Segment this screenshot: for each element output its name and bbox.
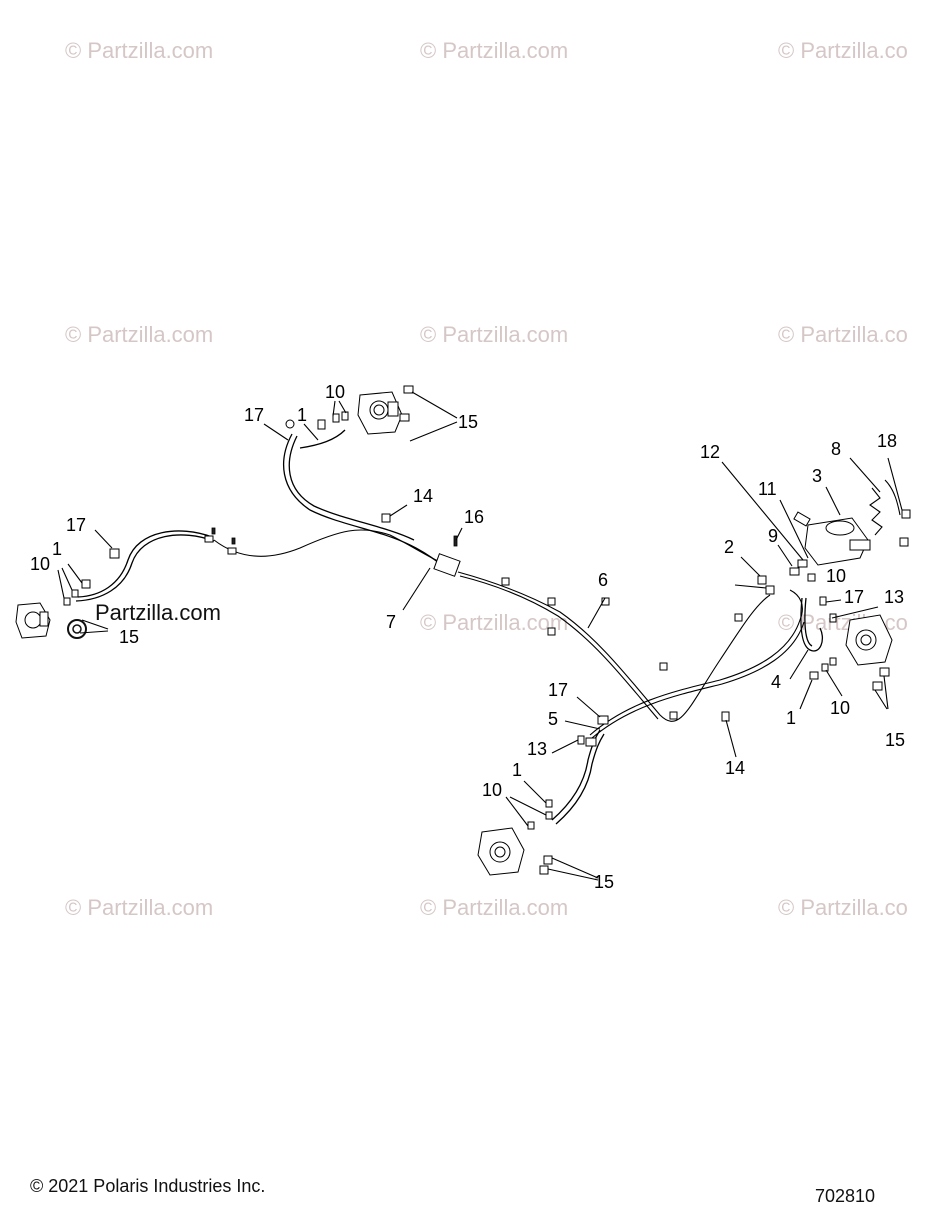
- partzilla-logo: Partzilla.com: [67, 600, 221, 639]
- watermark: © Partzilla.com: [65, 38, 213, 63]
- callout-13: 13: [884, 587, 904, 607]
- brake-line-5: [589, 589, 803, 736]
- right-loop-hose-outer: [804, 597, 813, 647]
- callout-11: 11: [758, 479, 777, 499]
- watermark: © Partzilla.co: [778, 610, 908, 635]
- callout-12: 12: [700, 442, 720, 462]
- callout-15: 15: [885, 730, 905, 750]
- callout-1: 1: [512, 760, 522, 780]
- callout-16: 16: [464, 507, 484, 527]
- callout-18: 18: [877, 431, 897, 451]
- fittings: [15, 385, 911, 876]
- callout-17: 17: [66, 515, 86, 535]
- callout-labels: 17 1 10 15 14 16 7 6 17 1 10 15 12 8 18 …: [30, 382, 905, 892]
- callout-10: 10: [325, 382, 345, 402]
- left-caliper: [15, 602, 51, 639]
- callout-8: 8: [831, 439, 841, 459]
- callout-1: 1: [786, 708, 796, 728]
- callout-5: 5: [548, 709, 558, 729]
- callout-6: 6: [598, 570, 608, 590]
- callout-14: 14: [413, 486, 433, 506]
- watermark: © Partzilla.com: [420, 322, 568, 347]
- callout-15: 15: [458, 412, 478, 432]
- callout-1: 1: [52, 539, 62, 559]
- callout-7: 7: [386, 612, 396, 632]
- watermark: © Partzilla.co: [778, 38, 908, 63]
- watermark: © Partzilla.co: [778, 322, 908, 347]
- drawing-number: 702810: [815, 1186, 876, 1206]
- callout-10: 10: [482, 780, 502, 800]
- callout-15: 15: [119, 627, 139, 647]
- brake-line-5b: [591, 621, 805, 739]
- watermark: © Partzilla.com: [420, 610, 568, 635]
- brake-lines: [75, 429, 901, 825]
- left-front-hose-outer: [75, 534, 215, 602]
- right-caliper: [845, 614, 893, 666]
- callout-1: 1: [297, 405, 307, 425]
- brake-tee: [433, 553, 461, 577]
- watermark: © Partzilla.com: [420, 38, 568, 63]
- right-loop-hose: [800, 597, 824, 652]
- left-front-hose: [77, 530, 213, 598]
- top-hose: [282, 433, 443, 566]
- callout-9: 9: [768, 526, 778, 546]
- copyright-notice: © 2021 Polaris Industries Inc.: [30, 1176, 266, 1196]
- top-hose-fitting: [299, 429, 346, 449]
- callout-15: 15: [594, 872, 614, 892]
- watermark-layer: © Partzilla.com © Partzilla.com © Partzi…: [65, 38, 908, 920]
- callout-2: 2: [724, 537, 734, 557]
- brake-line-8b: [884, 479, 901, 516]
- watermark: © Partzilla.com: [65, 895, 213, 920]
- callout-17: 17: [844, 587, 864, 607]
- watermark: © Partzilla.co: [778, 895, 908, 920]
- small-fittings: [63, 385, 911, 875]
- callout-10: 10: [30, 554, 50, 574]
- brake-line-6b: [459, 575, 659, 720]
- partzilla-logo-text: Partzilla.com: [95, 600, 221, 625]
- brake-line-8: [869, 487, 883, 536]
- master-cylinder: [793, 511, 871, 566]
- callout-4: 4: [771, 672, 781, 692]
- top-hose-outer: [288, 435, 415, 541]
- brake-line-6: [457, 571, 771, 722]
- lower-caliper: [477, 827, 525, 876]
- watermark: © Partzilla.com: [65, 322, 213, 347]
- callout-14: 14: [725, 758, 745, 778]
- callout-17: 17: [548, 680, 568, 700]
- callout-13: 13: [527, 739, 547, 759]
- leader-lines: [57, 391, 903, 881]
- callout-17: 17: [244, 405, 264, 425]
- top-caliper: [357, 391, 403, 435]
- brake-line-left: [213, 529, 441, 563]
- callout-10: 10: [826, 566, 846, 586]
- callout-10: 10: [830, 698, 850, 718]
- watermark: © Partzilla.com: [420, 895, 568, 920]
- callout-3: 3: [812, 466, 822, 486]
- lower-hose-outer: [555, 733, 605, 825]
